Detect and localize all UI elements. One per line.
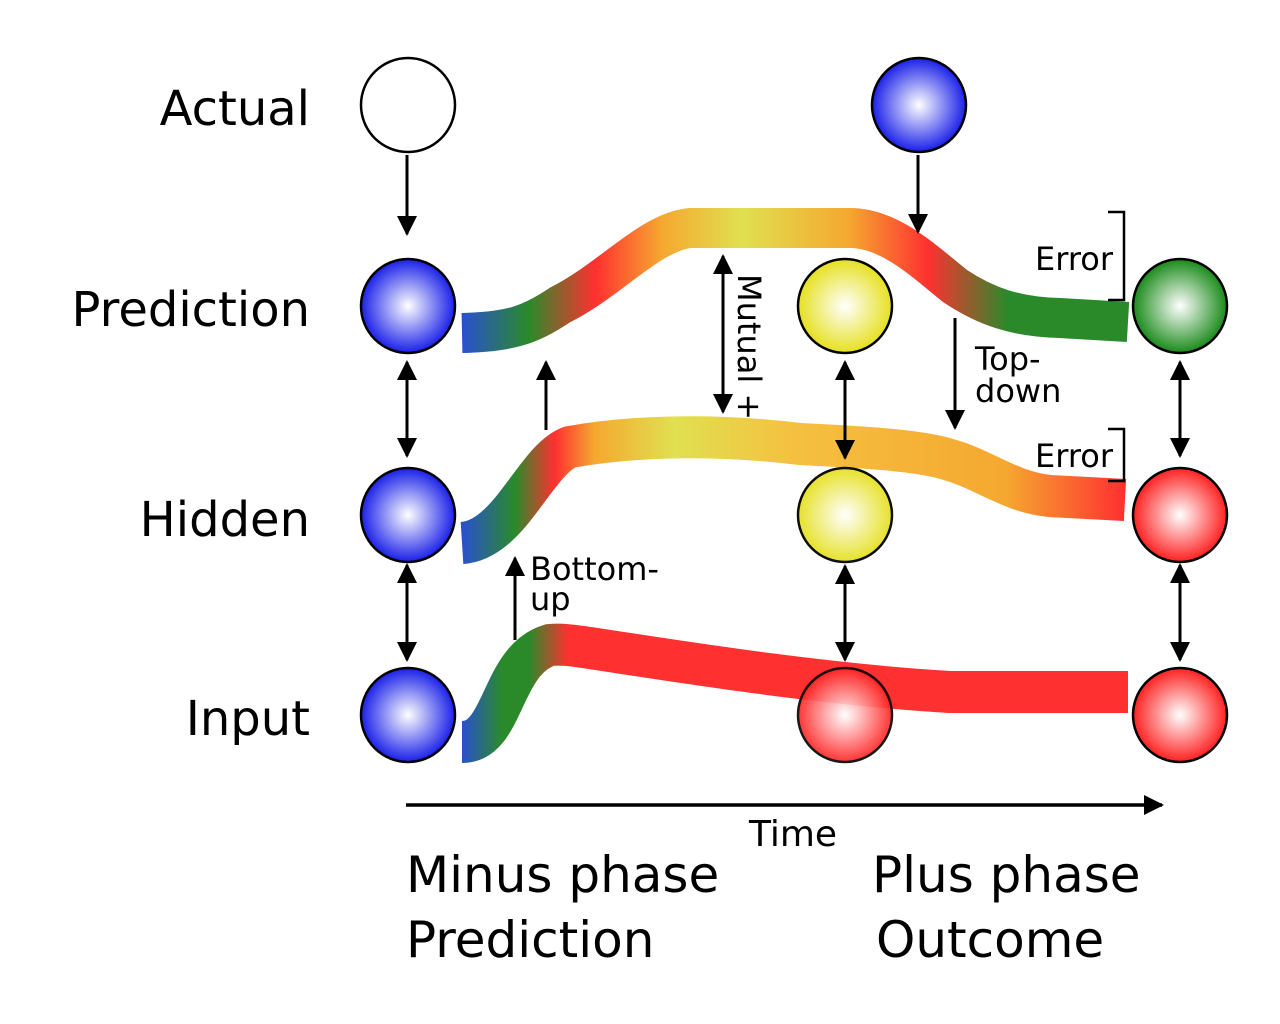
error-label-hidden: Error bbox=[1035, 437, 1114, 475]
hidden-unit-plus bbox=[1131, 466, 1229, 564]
error-label-prediction: Error bbox=[1035, 240, 1114, 278]
actual-unit-plus bbox=[870, 56, 968, 154]
input-unit-middle bbox=[796, 666, 894, 764]
prediction-activity-band bbox=[461, 208, 1130, 353]
hidden-activity-band bbox=[458, 416, 1127, 564]
hidden-unit-middle bbox=[796, 466, 894, 564]
plus-phase-label: Plus phase bbox=[872, 846, 1141, 904]
top-down-label-line2: down bbox=[975, 372, 1061, 410]
row-label-hidden: Hidden bbox=[140, 492, 310, 548]
actual-unit-minus bbox=[359, 56, 457, 154]
input-activity-band bbox=[459, 623, 1128, 763]
prediction-unit-middle bbox=[796, 257, 894, 355]
row-label-actual: Actual bbox=[160, 81, 310, 137]
input-unit-minus bbox=[359, 666, 457, 764]
error-bracket-hidden bbox=[1108, 427, 1126, 483]
top-down-label-line1: Top- bbox=[974, 340, 1041, 378]
row-label-input: Input bbox=[186, 691, 310, 747]
bottom-up-label-line1: Bottom- bbox=[530, 550, 659, 588]
minus-phase-sublabel: Prediction bbox=[406, 911, 654, 969]
hidden-unit-minus bbox=[359, 466, 457, 564]
minus-phase-label: Minus phase bbox=[406, 846, 719, 904]
prediction-unit-minus bbox=[359, 257, 457, 355]
plus-phase-sublabel: Outcome bbox=[876, 911, 1104, 969]
input-unit-plus bbox=[1131, 666, 1229, 764]
bottom-up-label-line2: up bbox=[530, 580, 571, 618]
row-label-prediction: Prediction bbox=[72, 282, 310, 338]
error-bracket-prediction bbox=[1108, 210, 1126, 302]
prediction-unit-plus bbox=[1131, 257, 1229, 355]
mutual-label: Mutual + bbox=[730, 274, 768, 420]
time-axis-label: Time bbox=[748, 814, 837, 855]
